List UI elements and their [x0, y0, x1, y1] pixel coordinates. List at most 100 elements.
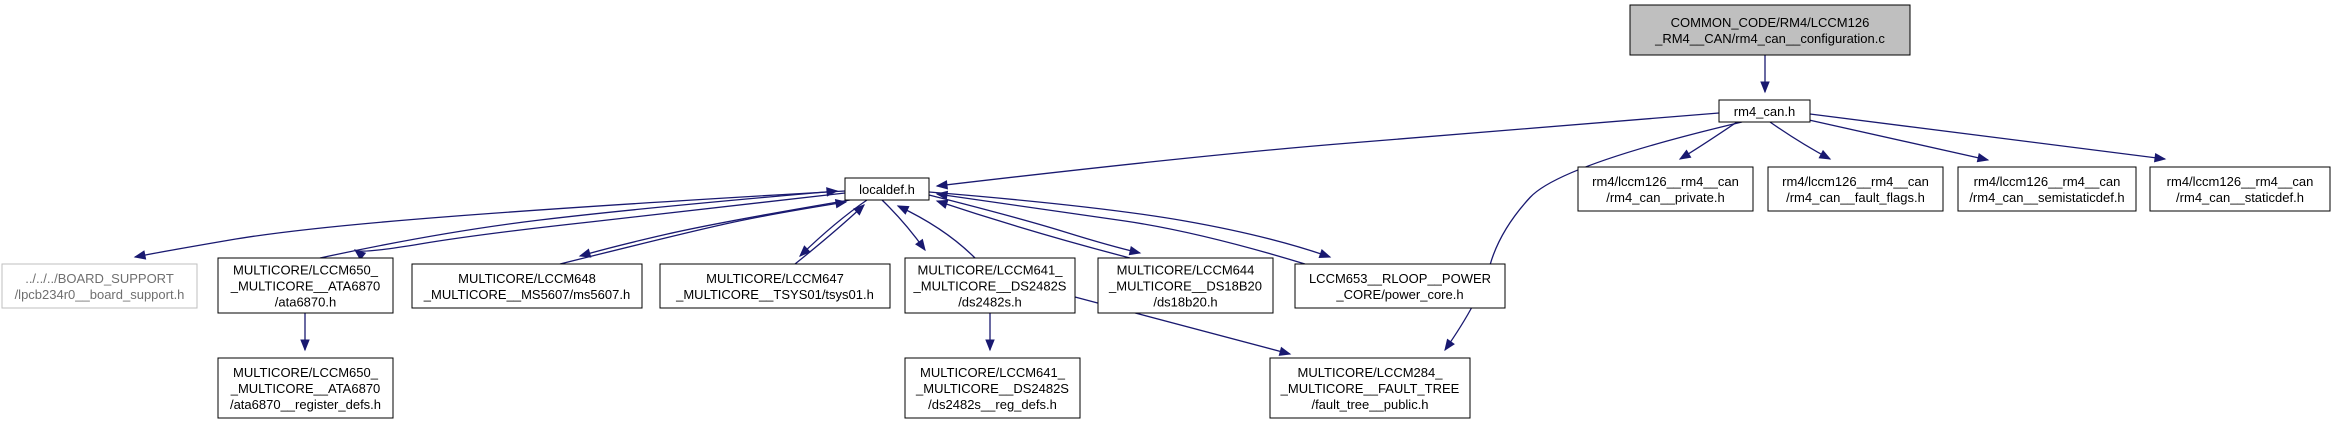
- node-label-line: _RM4__CAN/rm4_can__configuration.c: [1654, 31, 1885, 46]
- edge-localdef_h-to-ms5607: [578, 199, 851, 258]
- node-box: [1294, 263, 1506, 309]
- edge-line: [936, 200, 1131, 259]
- edge-localdef_h-to-ds18b20: [928, 194, 1142, 256]
- node-label-line: /rm4_can__semistaticdef.h: [1969, 190, 2124, 205]
- edge-line: [936, 193, 1306, 265]
- edge-line: [1809, 113, 2166, 160]
- node-label-line: /rm4_can__staticdef.h: [2176, 190, 2304, 205]
- edge-localdef_h-to-board_support: [133, 190, 846, 260]
- node-box: [1718, 99, 1811, 123]
- edge-line: [1769, 121, 1831, 160]
- node-ds2482s[interactable]: MULTICORE/LCCM641__MULTICORE__DS2482S/ds…: [904, 257, 1076, 314]
- node-fault-tree[interactable]: MULTICORE/LCCM284__MULTICORE__FAULT_TREE…: [1269, 357, 1471, 419]
- arrowhead-icon: [578, 248, 592, 258]
- edge-ds2482s-to-ds2482s_regs: [985, 313, 995, 352]
- node-box: [1097, 257, 1274, 314]
- node-root: COMMON_CODE/RM4/LCCM126_RM4__CAN/rm4_can…: [1629, 4, 1911, 56]
- node-box: [217, 257, 394, 314]
- node-label-line: MULTICORE/LCCM647: [706, 271, 844, 286]
- edge-localdef_h-to-tsys01: [799, 199, 868, 257]
- node-box: [1629, 4, 1911, 56]
- node-rm4-can-h[interactable]: rm4_can.h: [1718, 99, 1811, 123]
- node-box: [1957, 166, 2137, 212]
- node-label-line: /rm4_can__private.h: [1606, 190, 1725, 205]
- edge-root-to-rm4_can_h: [1760, 55, 1770, 94]
- edge-line: [794, 204, 865, 265]
- arrowhead-icon: [853, 204, 865, 216]
- arrowhead-icon: [1128, 245, 1142, 256]
- node-label-line: _MULTICORE__ATA6870: [230, 381, 381, 396]
- node-label-line: MULTICORE/LCCM648: [458, 271, 596, 286]
- edge-localdef_h-to-power_core: [928, 191, 1332, 259]
- node-label-line: localdef.h: [859, 182, 915, 197]
- node-label-line: /lpcb234r0__board_support.h: [15, 287, 185, 302]
- node-label-line: MULTICORE/LCCM650_: [233, 365, 379, 380]
- edge-rm4_can_h-to-rm4_fault: [1769, 121, 1832, 160]
- node-ds18b20[interactable]: MULTICORE/LCCM644_MULTICORE__DS18B20/ds1…: [1097, 257, 1274, 314]
- node-label-line: _MULTICORE__MS5607/ms5607.h: [423, 287, 630, 302]
- arrowhead-icon: [1976, 153, 1990, 163]
- edge-line: [936, 112, 1720, 187]
- node-label-line: MULTICORE/LCCM284_: [1298, 365, 1444, 380]
- node-label-line: /ds2482s.h: [958, 295, 1022, 310]
- node-label-line: _MULTICORE__ATA6870: [230, 279, 381, 294]
- edge-power_core-to-localdef_h: [935, 190, 1306, 265]
- arrowhead-icon: [1278, 346, 1292, 356]
- arrowhead-icon: [935, 190, 949, 201]
- arrowhead-icon: [1760, 81, 1770, 94]
- node-label-line: rm4/lccm126__rm4__can: [1592, 174, 1739, 189]
- edge-line: [928, 194, 1141, 254]
- node-box: [1767, 166, 1944, 212]
- edges-layer: [133, 55, 2167, 356]
- node-label-line: COMMON_CODE/RM4/LCCM126: [1671, 15, 1870, 30]
- node-ata6870[interactable]: MULTICORE/LCCM650__MULTICORE__ATA6870/at…: [217, 257, 394, 314]
- arrowhead-icon: [133, 250, 147, 260]
- node-power-core[interactable]: LCCM653__RLOOP__POWER_CORE/power_core.h: [1294, 263, 1506, 309]
- node-label-line: _MULTICORE__FAULT_TREE: [1280, 381, 1460, 396]
- node-ata6870-regs[interactable]: MULTICORE/LCCM650__MULTICORE__ATA6870/at…: [217, 357, 394, 419]
- edge-ms5607-to-localdef_h: [559, 198, 848, 265]
- node-label-line: MULTICORE/LCCM641_: [918, 263, 1064, 278]
- edge-line: [354, 192, 846, 252]
- node-rm4-fault[interactable]: rm4/lccm126__rm4__can/rm4_can__fault_fla…: [1767, 166, 1944, 212]
- edge-tsys01-to-localdef_h: [794, 204, 865, 265]
- node-label-line: /ds2482s__reg_defs.h: [928, 397, 1057, 412]
- node-box: [904, 357, 1081, 419]
- node-label-line: _MULTICORE__TSYS01/tsys01.h: [675, 287, 874, 302]
- node-box: [1269, 357, 1471, 419]
- node-label-line: MULTICORE/LCCM644: [1117, 263, 1255, 278]
- arrowhead-icon: [935, 180, 948, 190]
- node-label-line: /ata6870.h: [275, 295, 336, 310]
- node-board-support[interactable]: ../../../BOARD_SUPPORT/lpcb234r0__board_…: [1, 263, 198, 309]
- node-box: [844, 177, 930, 201]
- edge-line: [928, 191, 1331, 258]
- edge-line: [559, 201, 847, 265]
- node-label-line: /ds18b20.h: [1153, 295, 1217, 310]
- node-box: [1577, 166, 1754, 212]
- node-ms5607[interactable]: MULTICORE/LCCM648_MULTICORE__MS5607/ms56…: [411, 263, 643, 309]
- node-label-line: rm4/lccm126__rm4__can: [1974, 174, 2121, 189]
- edge-rm4_can_h-to-rm4_semistatic: [1799, 117, 1990, 163]
- node-localdef-h[interactable]: localdef.h: [844, 177, 930, 201]
- node-label-line: /ata6870__register_defs.h: [230, 397, 381, 412]
- arrowhead-icon: [826, 187, 839, 197]
- node-label-line: rm4_can.h: [1734, 104, 1795, 119]
- node-label-line: _MULTICORE__DS2482S: [913, 279, 1067, 294]
- node-ds2482s-regs[interactable]: MULTICORE/LCCM641__MULTICORE__DS2482S/ds…: [904, 357, 1081, 419]
- node-rm4-private[interactable]: rm4/lccm126__rm4__can/rm4_can__private.h: [1577, 166, 1754, 212]
- edge-line: [897, 205, 976, 259]
- node-rm4-semistatic[interactable]: rm4/lccm126__rm4__can/rm4_can__semistati…: [1957, 166, 2137, 212]
- arrowhead-icon: [2153, 152, 2167, 163]
- arrowhead-icon: [353, 249, 367, 261]
- edge-ds18b20-to-localdef_h: [935, 199, 1131, 259]
- node-tsys01[interactable]: MULTICORE/LCCM647_MULTICORE__TSYS01/tsys…: [659, 263, 891, 309]
- arrowhead-icon: [896, 205, 910, 215]
- nodes-layer: COMMON_CODE/RM4/LCCM126_RM4__CAN/rm4_can…: [1, 4, 2331, 419]
- edge-line: [134, 190, 846, 258]
- node-rm4-static[interactable]: rm4/lccm126__rm4__can/rm4_can__staticdef…: [2149, 166, 2331, 212]
- node-label-line: _CORE/power_core.h: [1335, 287, 1463, 302]
- edge-localdef_h-to-ata6870: [353, 192, 846, 261]
- arrowhead-icon: [1318, 249, 1332, 259]
- node-label-line: /fault_tree__public.h: [1311, 397, 1428, 412]
- node-box: [659, 263, 891, 309]
